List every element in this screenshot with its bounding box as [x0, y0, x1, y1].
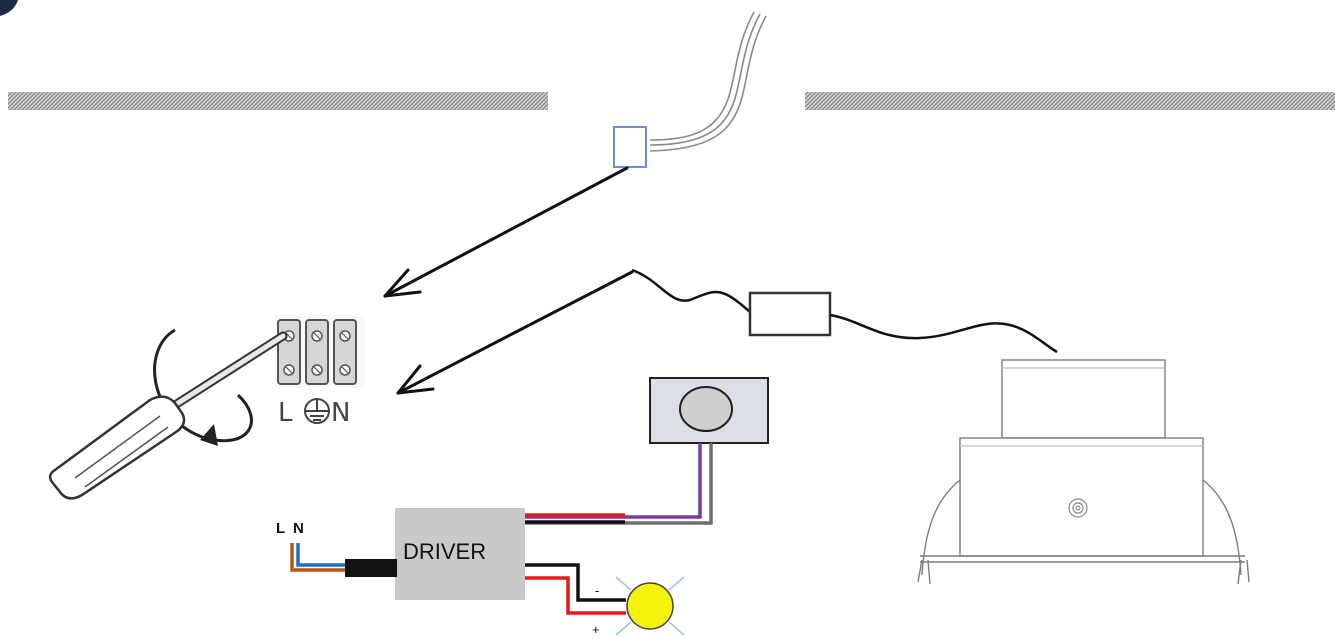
arrow-driver-to-terminal [396, 270, 634, 395]
led-polarity-positive: + [592, 622, 600, 637]
screwdriver-icon [48, 328, 288, 500]
earth-ground-icon [304, 398, 330, 424]
mains-label-neutral: N [293, 520, 304, 537]
fixture-cable [829, 313, 1058, 354]
driver-label: DRIVER [403, 539, 486, 564]
dimmer-knob [679, 386, 733, 432]
live-wire [290, 543, 345, 572]
fixture-adjust-screw-icon [1068, 498, 1088, 518]
junction-box [613, 126, 647, 168]
terminal-block [275, 315, 365, 387]
driver-cable [631, 268, 751, 313]
led-wire-negative [525, 563, 626, 602]
dimmer-wire-grey [525, 443, 713, 525]
arrow-junction-to-terminal [383, 166, 629, 298]
led-wire-positive [525, 576, 626, 615]
mains-label-live: L [276, 520, 285, 537]
mains-cable [649, 11, 767, 152]
terminal-label-live: L [278, 398, 293, 428]
led-lamp-icon [615, 576, 685, 636]
logo-fragment [0, 0, 18, 16]
dimmer-wire-purple [525, 443, 702, 519]
recessed-fixture [917, 359, 1250, 585]
mains-cable-sheath [345, 559, 397, 577]
led-polarity-negative: - [595, 583, 599, 598]
neutral-wire [296, 543, 345, 567]
driver-box [395, 508, 525, 600]
ceiling-panel-right [805, 92, 1335, 110]
terminal-label-neutral: N [331, 398, 350, 428]
ceiling-panel-left [8, 92, 548, 110]
remote-driver-box [748, 291, 832, 337]
